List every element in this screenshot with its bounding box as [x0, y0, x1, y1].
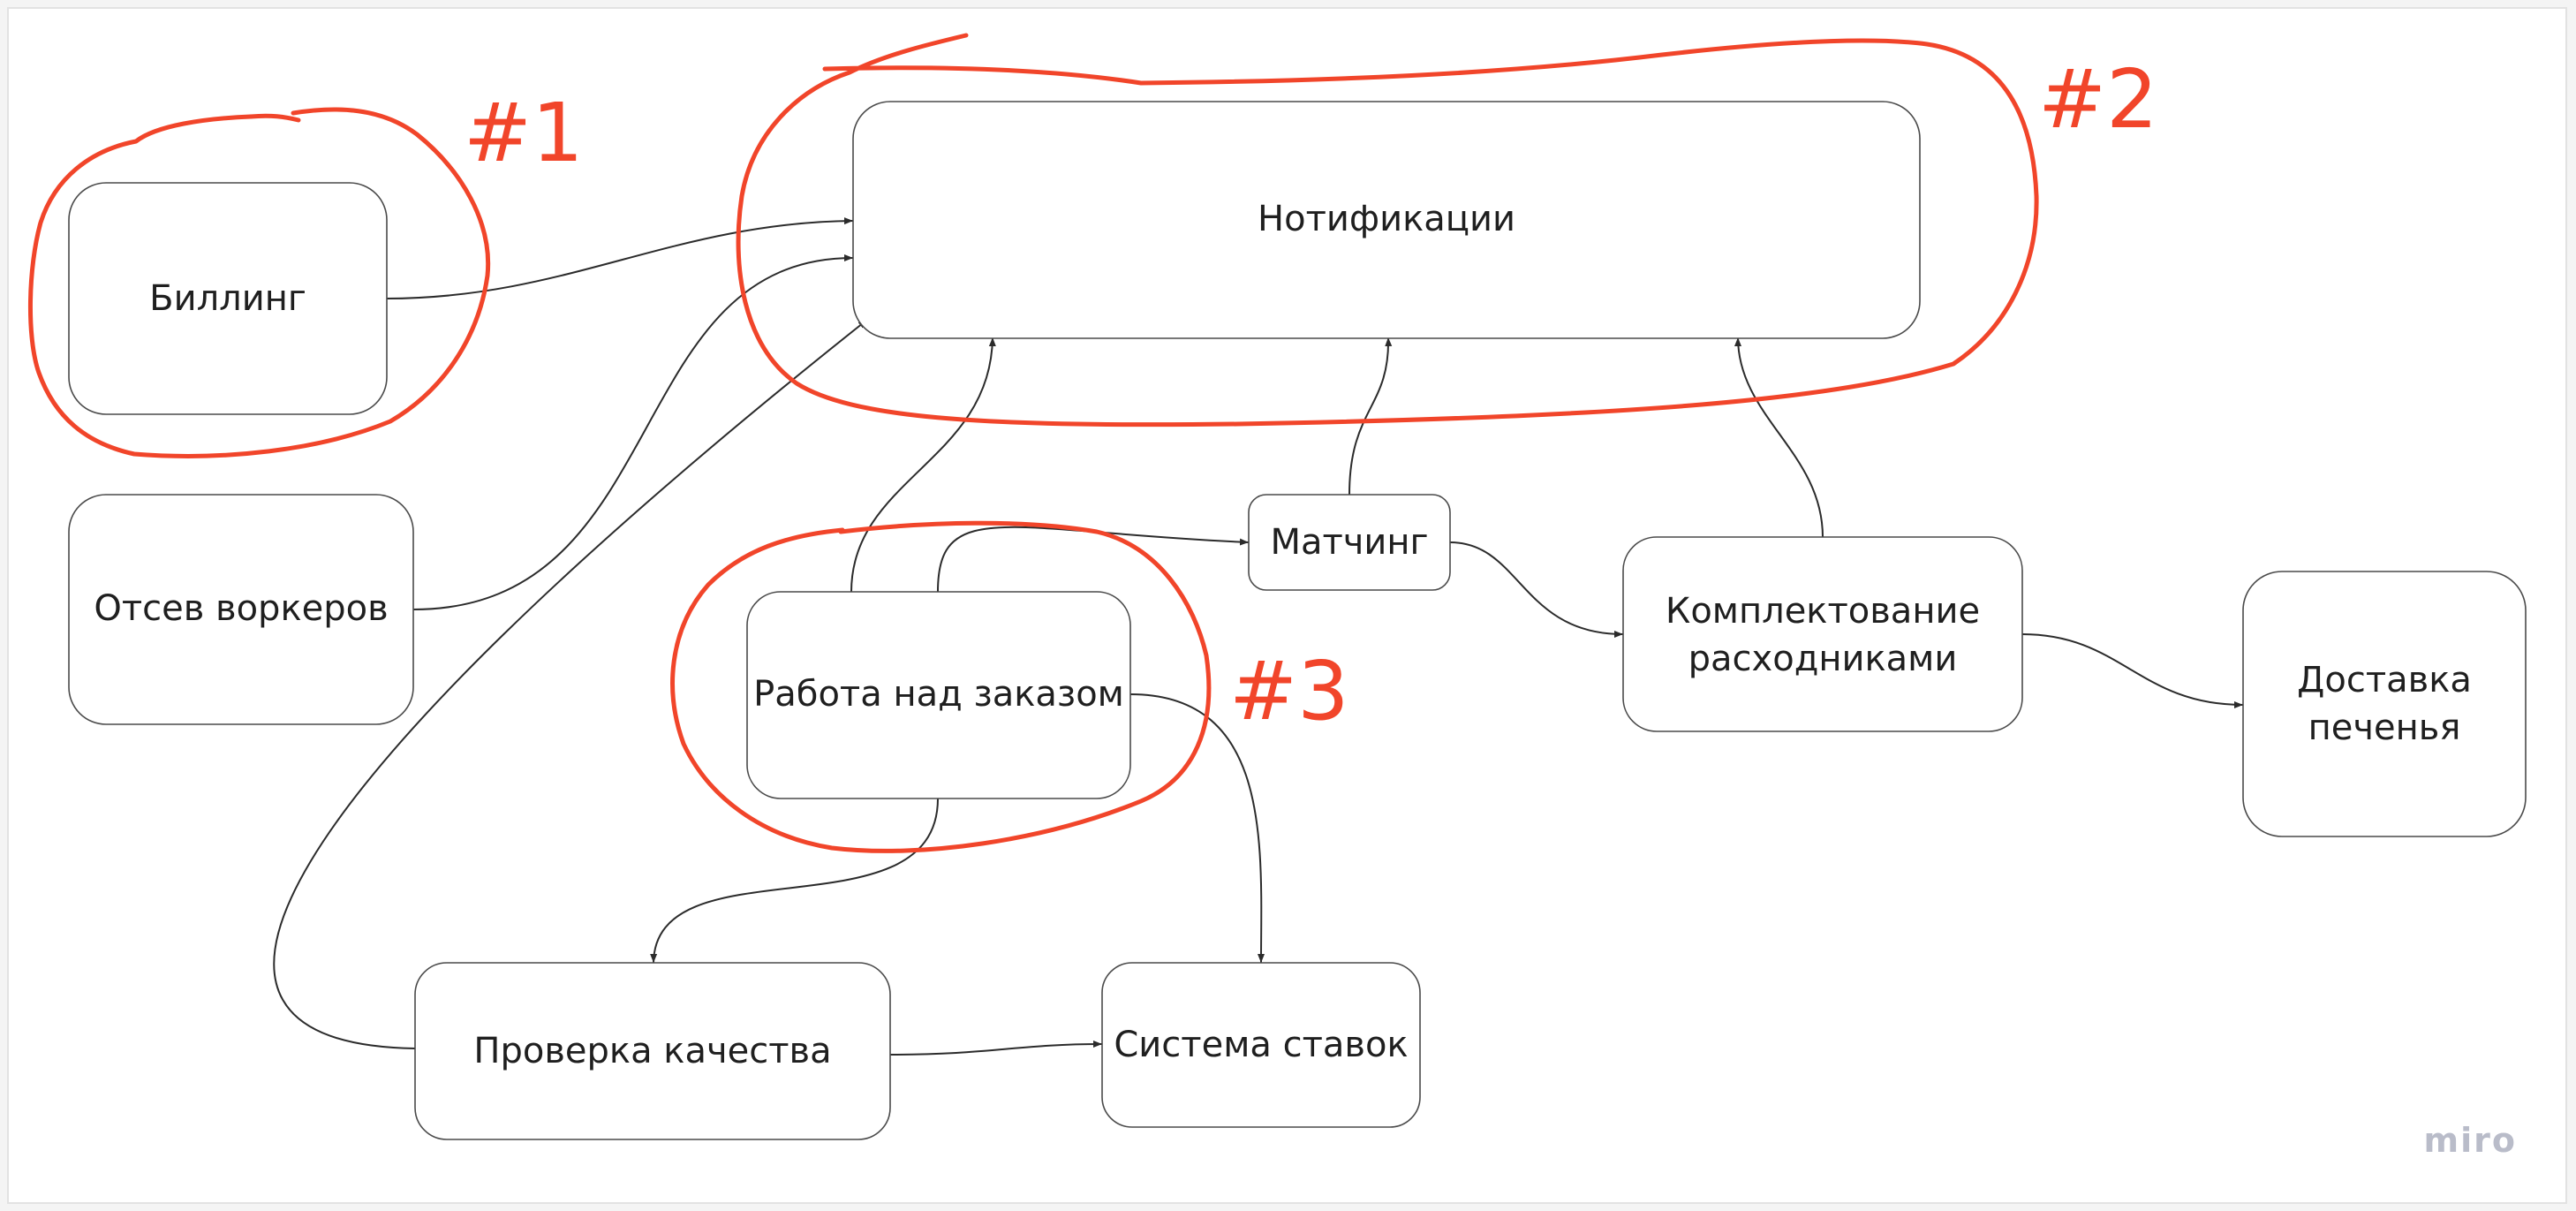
node-cookie-delivery[interactable]: Доставка печенья: [2242, 571, 2527, 837]
node-supplies[interactable]: Комплектование расходниками: [1622, 536, 2023, 732]
edge-order-work-to-bidding[interactable]: [1129, 693, 1265, 964]
edge-supplies-to-delivery[interactable]: [2021, 633, 2244, 708]
node-cookie-delivery-label-line2: печенья: [2308, 708, 2461, 748]
edge-order-work-to-quality-check[interactable]: [650, 798, 939, 964]
node-billing-label: Биллинг: [149, 278, 306, 319]
annotation-label-2: #2: [2038, 52, 2158, 147]
annotation-label-1: #1: [464, 86, 584, 180]
node-supplies-label-line1: Комплектование: [1666, 591, 1980, 632]
miro-logo: miro: [2424, 1121, 2517, 1160]
edge-quality-check-to-bidding[interactable]: [889, 1041, 1103, 1056]
miro-board[interactable]: Биллинг Нотификации Отсев воркеров Матчи…: [7, 7, 2567, 1204]
edge-matching-to-notifications[interactable]: [1348, 337, 1393, 496]
edge-order-work-to-matching[interactable]: [937, 526, 1250, 593]
edge-order-work-to-notifications[interactable]: [850, 337, 996, 593]
node-matching-label: Матчинг: [1270, 522, 1428, 563]
node-supplies-label-line2: расходниками: [1688, 639, 1958, 679]
node-bidding-system[interactable]: Система ставок: [1101, 962, 1421, 1128]
node-cookie-delivery-label-line1: Доставка: [2297, 660, 2472, 700]
annotation-circle-3[interactable]: [670, 520, 1212, 853]
node-bidding-system-label: Система ставок: [1114, 1025, 1408, 1065]
edge-matching-to-supplies[interactable]: [1449, 541, 1624, 638]
node-quality-check[interactable]: Проверка качества: [414, 962, 891, 1140]
edge-billing-to-notifications[interactable]: [386, 217, 854, 299]
connectors: [273, 217, 2244, 1056]
node-worker-screening[interactable]: Отсев воркеров: [68, 494, 414, 725]
annotation-circle-1[interactable]: [28, 107, 491, 458]
node-billing[interactable]: Биллинг: [68, 182, 388, 415]
annotation-circle-2[interactable]: [736, 33, 2039, 428]
annotations: #1 #2 #3: [28, 33, 2158, 853]
node-quality-check-label: Проверка качества: [473, 1031, 831, 1071]
node-order-work[interactable]: Работа над заказом: [746, 591, 1131, 799]
edge-supplies-to-notifications[interactable]: [1734, 337, 1824, 538]
node-worker-screening-label: Отсев воркеров: [94, 588, 388, 629]
edge-screening-to-notifications[interactable]: [412, 254, 854, 610]
node-notifications[interactable]: Нотификации: [852, 101, 1921, 339]
node-order-work-label: Работа над заказом: [753, 674, 1124, 715]
node-matching[interactable]: Матчинг: [1248, 494, 1451, 591]
annotation-circle-1-tail[interactable]: [248, 113, 301, 123]
node-notifications-label: Нотификации: [1258, 199, 1515, 239]
edge-quality-check-to-notifications[interactable]: [273, 319, 868, 1049]
annotation-label-3: #3: [1229, 644, 1349, 738]
diagram-canvas: Биллинг Нотификации Отсев воркеров Матчи…: [28, 33, 2527, 1160]
